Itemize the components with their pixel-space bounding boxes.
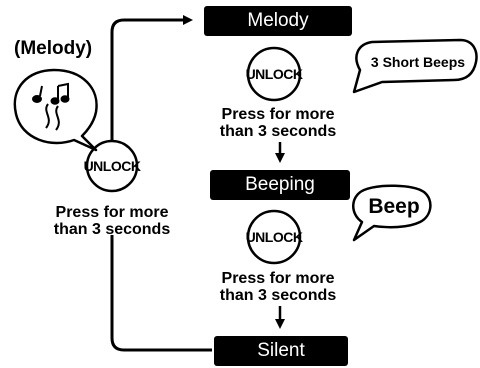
unlock-button-left[interactable]: UNLOCK <box>83 158 141 174</box>
mode-label-melody: Melody <box>247 10 309 31</box>
music-notes-icon <box>32 82 70 131</box>
mode-box-silent: Silent <box>214 336 348 366</box>
instruction-line1: Press for more <box>221 106 335 123</box>
beep-bubble-outline <box>352 184 432 242</box>
short-beeps-callout: 3 Short Beeps <box>370 54 466 70</box>
unlock-button-circle-left <box>85 139 139 193</box>
mode-label-beeping: Beeping <box>245 174 315 195</box>
instruction-line2: than 3 seconds <box>219 123 337 140</box>
unlock-button-circle-melody <box>246 46 302 102</box>
beep-callout: Beep <box>368 195 420 218</box>
instruction-line1: Press for more <box>55 204 169 221</box>
melody-heading: (Melody) <box>14 38 93 59</box>
instruction-line2: than 3 seconds <box>219 287 337 304</box>
unlock-button-melody[interactable]: UNLOCK <box>245 66 303 82</box>
short-beeps-bubble-outline <box>352 38 478 94</box>
unlock-button-circle-beeping <box>246 209 302 265</box>
loop-line-up <box>110 15 193 148</box>
instruction-beeping: Press for more than 3 seconds <box>196 270 360 304</box>
mode-label-silent: Silent <box>257 340 305 361</box>
instruction-line1: Press for more <box>221 270 335 287</box>
loop-line-down <box>110 235 212 352</box>
instruction-melody: Press for more than 3 seconds <box>196 106 360 140</box>
mode-box-beeping: Beeping <box>210 170 350 200</box>
instruction-left: Press for more than 3 seconds <box>30 204 194 238</box>
mode-box-melody: Melody <box>204 6 352 36</box>
instruction-line2: than 3 seconds <box>53 221 171 238</box>
unlock-button-beeping[interactable]: UNLOCK <box>245 229 303 245</box>
